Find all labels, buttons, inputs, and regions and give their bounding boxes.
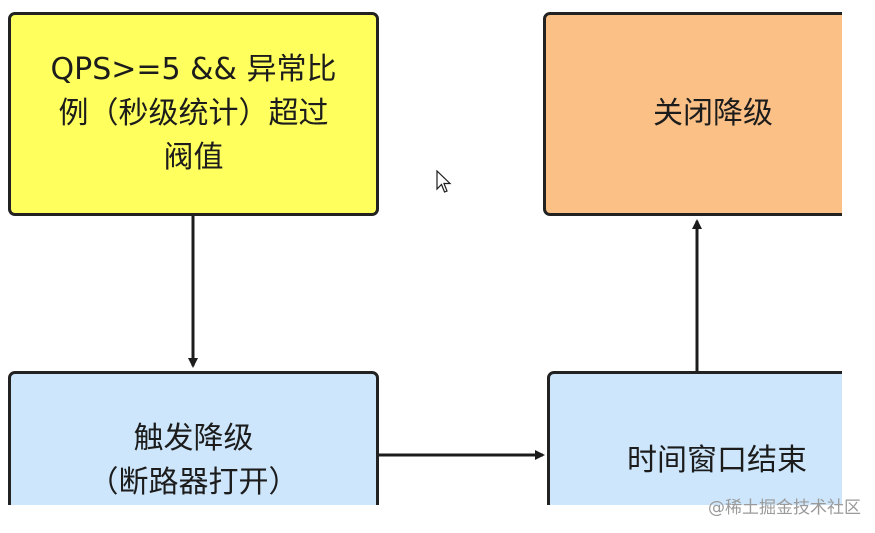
right-crop-band — [842, 0, 875, 533]
watermark-text: @稀土掘金技术社区 — [708, 498, 861, 518]
node-qps-threshold: QPS>=5 && 异常比 例（秒级统计）超过 阀值 — [8, 12, 379, 216]
node-qps-threshold-label: QPS>=5 && 异常比 例（秒级统计）超过 阀值 — [50, 52, 337, 175]
pointer-arrow-icon — [436, 170, 452, 193]
node-trigger-degrade-label: 触发降级 （断路器打开） — [88, 421, 299, 500]
bottom-crop-band — [0, 505, 875, 533]
node-close-degrade: 关闭降级 — [543, 12, 875, 216]
node-window-end-label: 时间窗口结束 — [627, 443, 807, 478]
node-close-degrade-label: 关闭降级 — [653, 96, 773, 131]
